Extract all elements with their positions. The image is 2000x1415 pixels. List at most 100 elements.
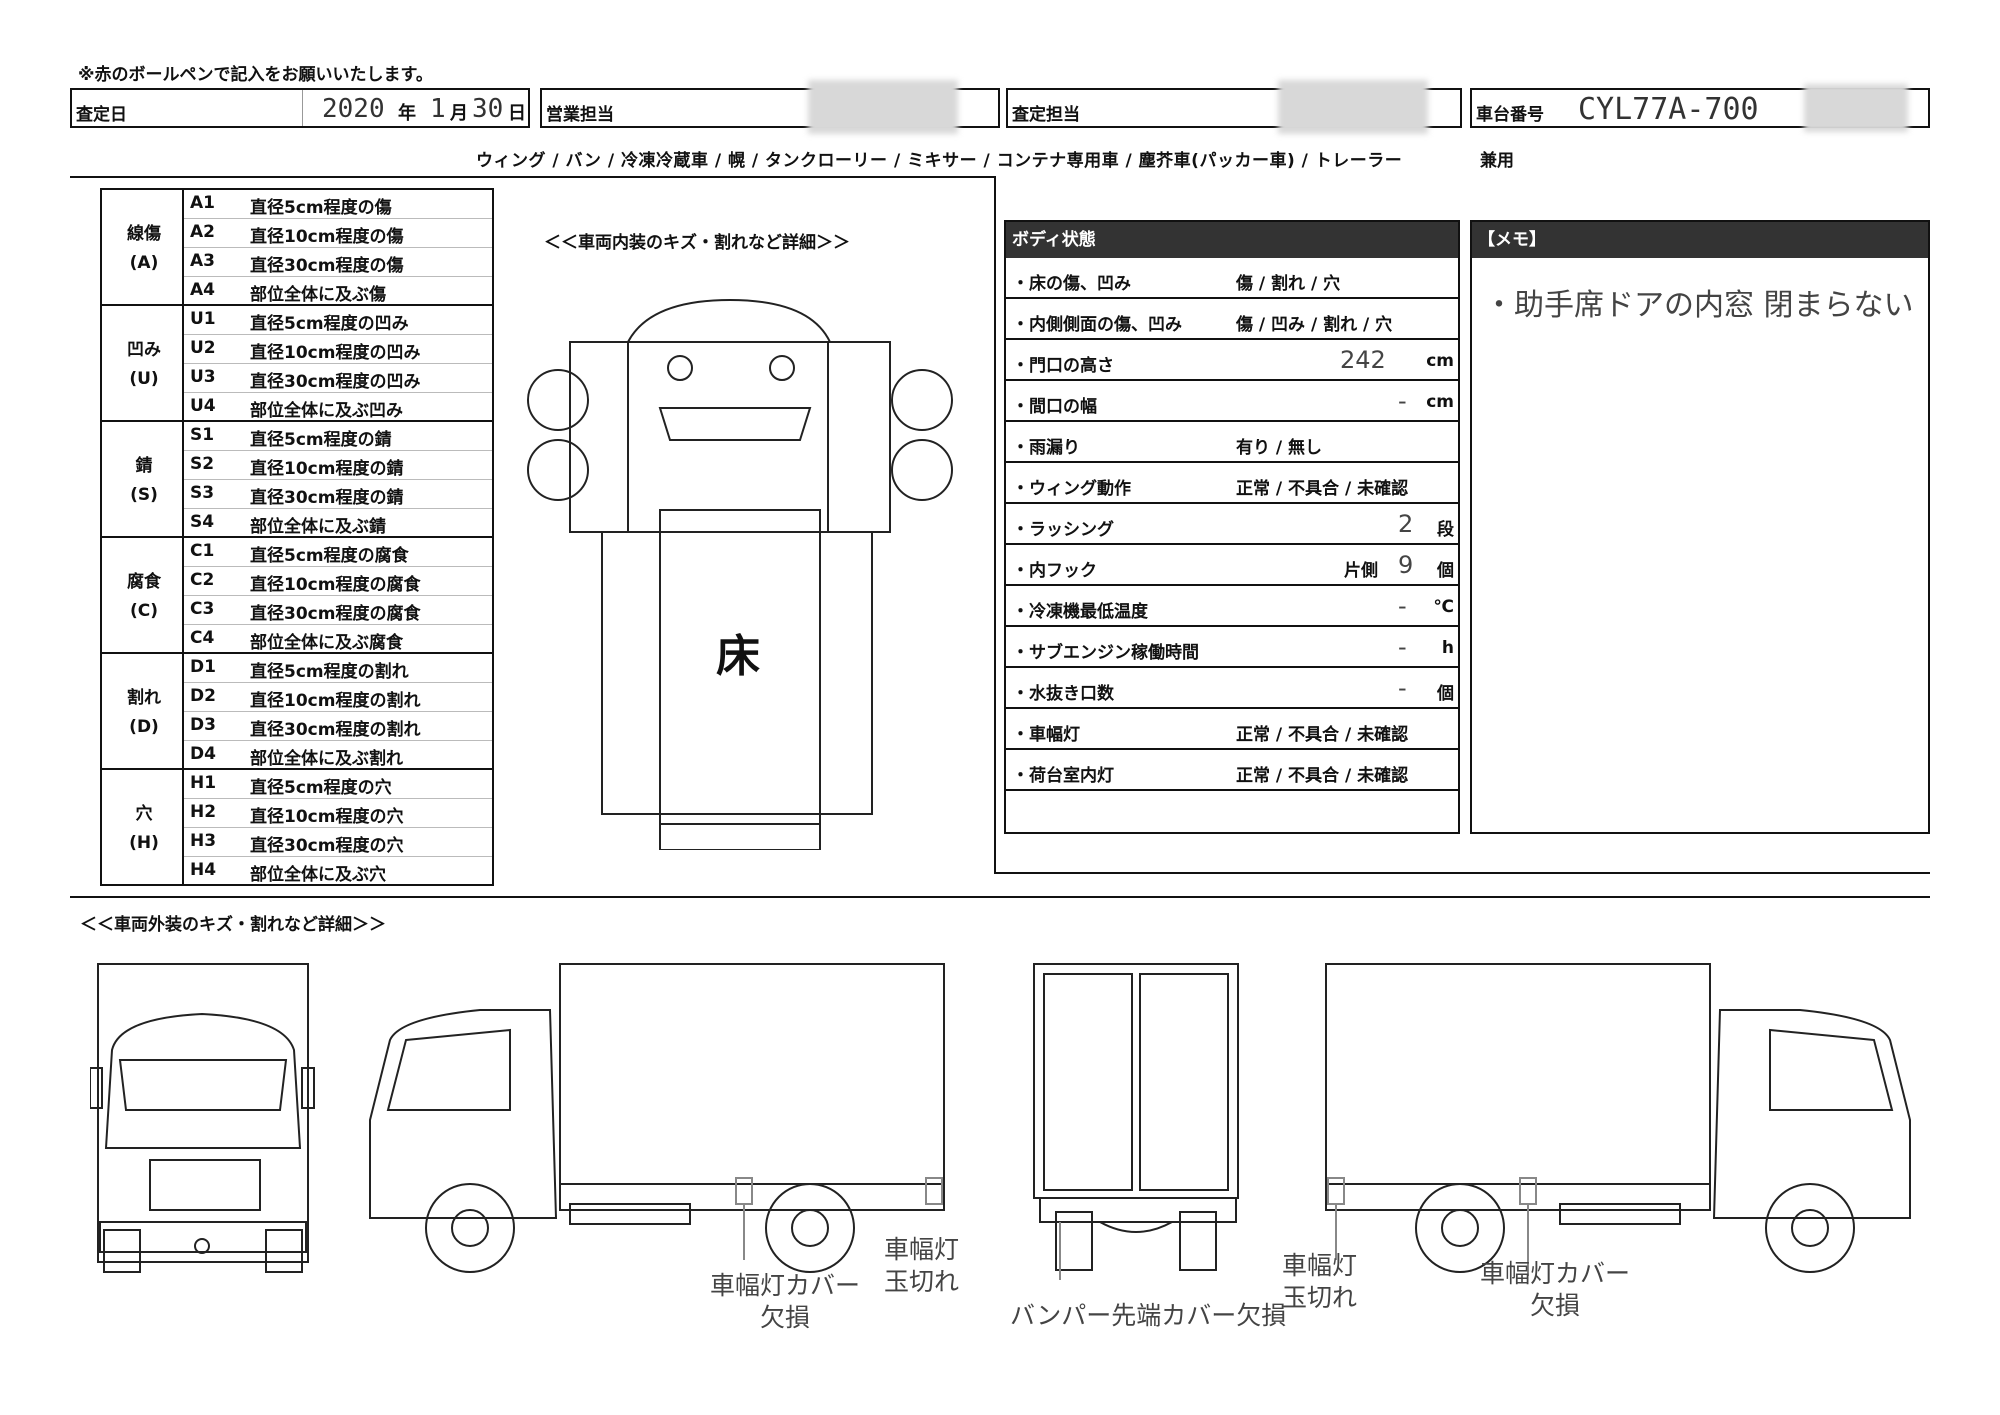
legend-group-name: 錆(S) [130,456,158,505]
exterior-note-5: 車幅灯カバー欠損 [1480,1259,1631,1320]
condition-unit: cm [1426,351,1454,371]
legend-desc: 直径5cm程度の腐食 [250,546,409,566]
chassis-label: 車台番号 [1476,105,1544,125]
legend-group-name: 腐食(C) [127,572,161,621]
condition-value: - [1398,633,1407,661]
condition-options: 正常 / 不具合 / 未確認 [1236,725,1409,745]
legend-desc: 直径30cm程度の割れ [250,720,421,740]
condition-label: ・雨漏り [1012,438,1080,458]
condition-options: 傷 / 割れ / 穴 [1236,274,1341,294]
interior-diagram [527,298,953,850]
legend-row: H3 直径30cm程度の穴 [184,828,492,857]
condition-label: ・内側側面の傷、凹み [1012,315,1182,335]
day-suffix: 日 [508,103,526,124]
legend-row: C4 部位全体に及ぶ腐食 [184,625,492,654]
truck-right-view [1325,963,1911,1276]
body-condition-row: ・ウィング動作正常 / 不具合 / 未確認 [1006,463,1458,504]
exterior-note-3: バンパー先端カバー欠損 [1010,1301,1287,1330]
sales-box: 営業担当 [540,80,1000,134]
legend-desc: 直径10cm程度の凹み [250,343,421,363]
legend-code: S3 [190,483,215,503]
chassis-box: 車台番号 CYL77A-700 [1470,84,1930,132]
legend-desc: 直径30cm程度の凹み [250,372,421,392]
legend-code: S1 [190,425,215,445]
memo-text: ・助手席ドアの内窓 閉まらない [1484,288,1914,323]
legend-row: C2 直径10cm程度の腐食 [184,567,492,596]
legend-desc: 直径10cm程度の腐食 [250,575,421,595]
interior-title: ＜＜車両内装のキズ・割れなど詳細＞＞ [544,233,850,253]
legend-desc: 部位全体に及ぶ腐食 [250,633,403,653]
body-condition-row: ・間口の幅-cm [1006,381,1458,422]
assessor-label: 査定担当 [1012,105,1080,125]
sales-label: 営業担当 [546,105,614,125]
legend-code: C2 [190,570,215,590]
legend-desc: 部位全体に及ぶ凹み [250,401,403,421]
condition-label: ・荷台室内灯 [1012,766,1114,786]
legend-desc: 直径10cm程度の傷 [250,227,404,247]
legend-code: S2 [190,454,215,474]
condition-value: - [1398,674,1407,702]
legend-code: D3 [190,715,216,735]
condition-label: ・冷凍機最低温度 [1012,602,1148,622]
legend-desc: 部位全体に及ぶ錆 [250,517,386,537]
legend-code: S4 [190,512,215,532]
truck-left-view [369,963,945,1273]
legend-group-name: 線傷(A) [127,224,161,273]
body-condition-row: ・雨漏り 有り / 無し [1006,422,1458,463]
condition-value: - [1398,387,1407,415]
legend-desc: 直径5cm程度の凹み [250,314,409,334]
legend-row: S1 直径5cm程度の錆 [184,422,492,451]
exterior-note-4: 車幅灯玉切れ [1282,1251,1358,1312]
body-condition-row: ・水抜き口数 - 個 [1006,668,1458,709]
legend-desc: 直径5cm程度の穴 [250,778,392,798]
exterior-note-2: 車幅灯玉切れ [884,1235,960,1296]
legend-code: C4 [190,628,215,648]
legend-row: D3 直径30cm程度の割れ [184,712,492,741]
body-condition-panel: ボディ状態 ・床の傷、凹み傷 / 割れ / 穴・内側側面の傷、凹み傷 / 凹み … [1004,220,1460,834]
legend-group-name: 穴(H) [129,804,159,853]
legend-code: U3 [190,367,216,387]
legend-desc: 部位全体に及ぶ割れ [250,749,403,769]
assessor-box: 査定担当 [1006,80,1462,134]
year-suffix: 年 [398,103,416,124]
legend-code: H3 [190,831,217,851]
instruction-note: ※赤のボールペンで記入をお願いいたします。 [78,65,433,85]
condition-options: 有り / 無し [1236,438,1323,458]
condition-value: 9 [1398,551,1414,579]
condition-unit: ℃ [1433,597,1454,617]
legend-desc: 直径30cm程度の穴 [250,836,404,856]
legend-code: A4 [190,280,215,300]
inspection-day: 30 [472,94,504,124]
condition-options: 片側 [1344,561,1378,581]
condition-value: 2 [1398,510,1414,538]
condition-unit: 個 [1437,561,1454,581]
condition-unit: 個 [1437,684,1454,704]
legend-group-name: 割れ(D) [127,688,161,737]
memo-panel: 【メモ】 ・助手席ドアの内窓 閉まらない [1470,220,1930,834]
condition-options: 正常 / 不具合 / 未確認 [1236,766,1409,786]
legend-code: D1 [190,657,216,677]
legend-desc: 直径5cm程度の錆 [250,430,392,450]
redacted-name [808,80,958,134]
condition-label: ・水抜き口数 [1012,684,1114,704]
exterior-note-1: 車幅灯カバー欠損 [710,1271,861,1332]
legend-desc: 直径30cm程度の腐食 [250,604,421,624]
legend-desc: 直径5cm程度の傷 [250,198,392,218]
legend-code: H4 [190,860,217,880]
month-suffix: 月 [450,103,468,124]
condition-unit: h [1441,638,1454,658]
condition-label: ・床の傷、凹み [1012,274,1131,294]
legend-code: D4 [190,744,216,764]
